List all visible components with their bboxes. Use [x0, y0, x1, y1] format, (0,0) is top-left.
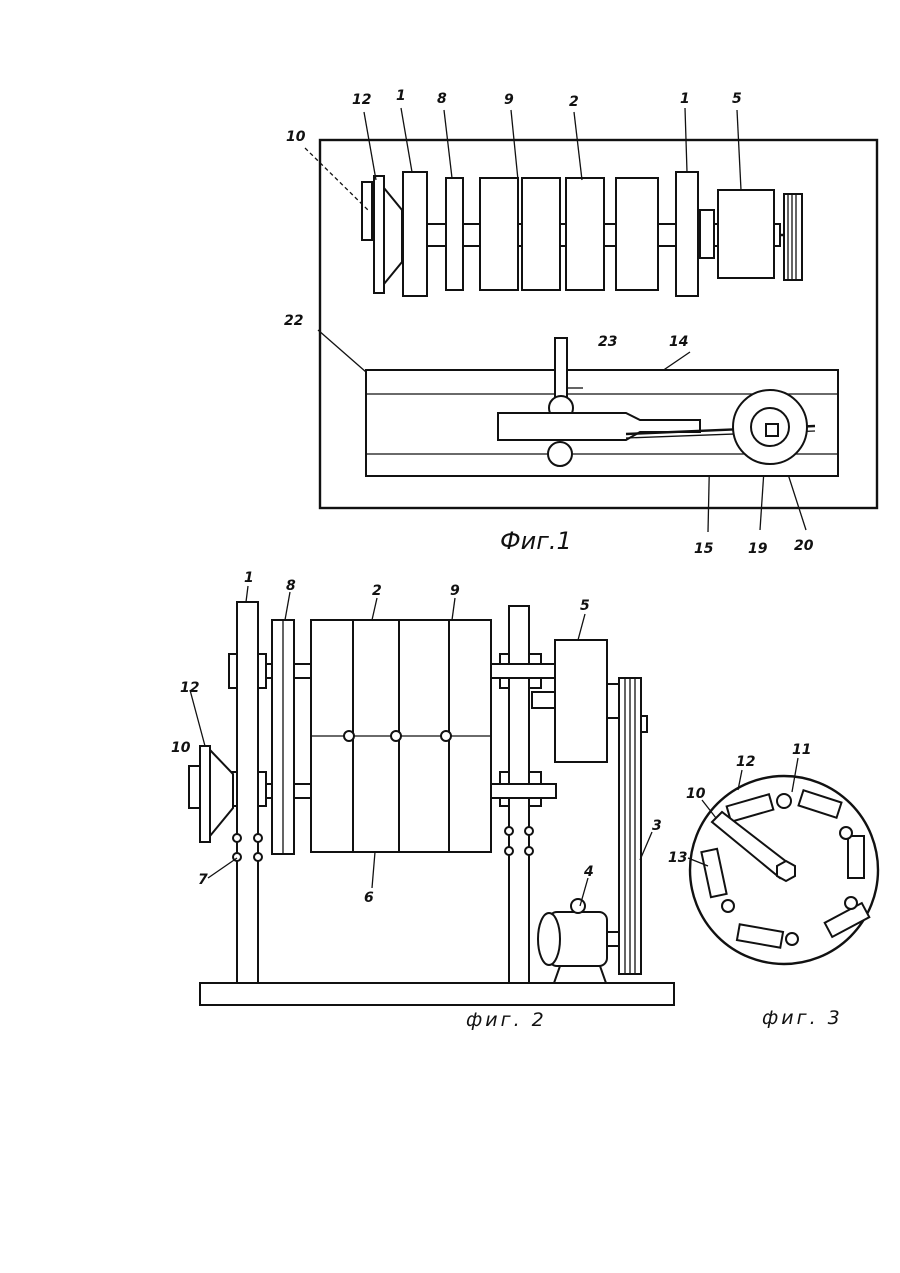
figure-1: 12 1 8 9 2 1 5 10 22 23 14 15 19 20 Фиг.…	[284, 88, 877, 557]
fig2-caption: фиг. 2	[466, 1009, 547, 1031]
fig2-pulley-5	[555, 640, 607, 762]
fig2-label-3: 3	[652, 818, 662, 834]
fig1-roller-1	[480, 178, 518, 290]
fig1-label-9: 9	[504, 92, 514, 108]
fig3-label-13: 13	[668, 850, 687, 866]
fig1-post-1-right	[676, 172, 698, 296]
fig2-bearing-l2	[258, 654, 266, 688]
fig2-label-8: 8	[286, 578, 296, 594]
fig2-gear-8	[272, 620, 294, 854]
fig1-label-15: 15	[694, 541, 714, 557]
fig1-caption: Фиг.1	[500, 527, 572, 555]
fig2-belt-3	[619, 678, 647, 974]
fig3-label-12: 12	[736, 754, 755, 770]
fig1-label-10: 10	[286, 129, 306, 145]
fig1-disc-12	[374, 176, 384, 293]
fig1-bearing	[700, 210, 714, 258]
fig1-label-23: 23	[598, 334, 617, 350]
fig1-label-12: 12	[352, 92, 371, 108]
fig2-post-1-left	[237, 602, 258, 983]
fig1-roller-3	[566, 178, 604, 290]
fig2-label-10: 10	[171, 740, 191, 756]
fig1-label-8: 8	[437, 91, 447, 107]
fig1-label-1a: 1	[396, 88, 406, 104]
fig3-hub	[777, 861, 795, 881]
fig1-label-22: 22	[284, 313, 303, 329]
fig2-label-12: 12	[180, 680, 199, 696]
fig1-cone	[384, 188, 402, 284]
fig3-label-10: 10	[686, 786, 706, 802]
fig1-gear-8	[446, 178, 463, 290]
fig1-pin-20	[766, 424, 778, 436]
fig2-label-1: 1	[244, 570, 254, 586]
figure-2: 1 8 2 9 5 12 10 7 6 3 4 фиг. 2	[171, 570, 674, 1031]
fig2-label-9: 9	[450, 583, 460, 599]
figure-3: 12 11 10 13 фиг. 3	[668, 742, 878, 1029]
fig2-crank-assembly	[189, 746, 233, 842]
fig2-pulley-cap	[607, 684, 619, 718]
fig1-rod-23	[555, 338, 567, 400]
fig3-label-11: 11	[792, 742, 811, 758]
fig1-label-5: 5	[732, 91, 742, 107]
fig2-pulley-hub	[532, 692, 555, 708]
fig1-crank-10	[362, 182, 372, 240]
fig2-label-5: 5	[580, 598, 590, 614]
fig1-label-2: 2	[569, 94, 579, 110]
fig1-label-14: 14	[669, 334, 688, 350]
fig1-label-20: 20	[794, 538, 814, 554]
fig2-motor-4	[538, 899, 619, 983]
fig1-pulley-5	[718, 190, 774, 278]
fig2-label-4: 4	[583, 864, 594, 880]
fig2-bearing-l1	[229, 654, 237, 688]
fig2-bearing-l4	[258, 772, 266, 806]
fig1-lower-roller	[548, 442, 572, 466]
fig2-label-2: 2	[372, 583, 382, 599]
fig1-label-1b: 1	[680, 91, 690, 107]
fig2-base	[200, 983, 674, 1005]
fig1-belt-pulley	[784, 194, 802, 280]
fig3-caption: фиг. 3	[762, 1007, 843, 1029]
fig2-label-6: 6	[364, 890, 374, 906]
fig2-rollers-2	[311, 620, 491, 852]
fig1-roller-2	[522, 178, 560, 290]
fig1-post-1-left	[403, 172, 427, 296]
fig2-label-7: 7	[198, 872, 208, 888]
fig1-roller-4	[616, 178, 658, 290]
fig1-label-19: 19	[748, 541, 768, 557]
